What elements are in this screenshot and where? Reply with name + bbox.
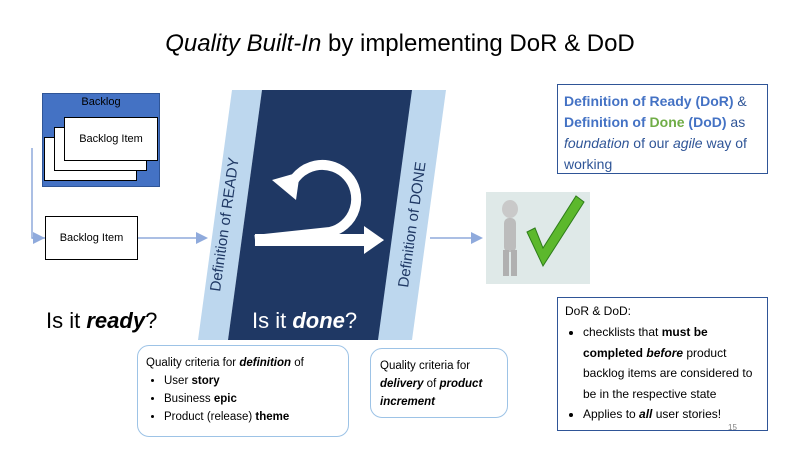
cycle-arrowhead-right [364, 226, 384, 254]
dor-dod-definition-box: DoR & DoD: checklists that must be compl… [557, 297, 768, 431]
dor-dod-foundation-box: Definition of Ready (DoR) & Definition o… [557, 84, 768, 174]
dor-criteria-item: Business epic [164, 390, 340, 408]
definition-bullet: Applies to all user stories! [583, 404, 760, 425]
slide-title: Quality Built-In by implementing DoR & D… [165, 30, 635, 57]
backlog-label: Backlog [81, 96, 121, 108]
iteration-cycle-icon [254, 159, 362, 245]
dor-criteria-item: User story [164, 372, 340, 390]
question-done: Is it done? [252, 308, 358, 333]
definition-box-heading: DoR & DoD: [565, 304, 632, 318]
success-checkmark-illustration [486, 192, 590, 284]
question-ready: Is it ready? [46, 308, 158, 333]
backlog-item-single-label: Backlog Item [59, 232, 124, 244]
dor-criteria-callout: Quality criteria for definition of User … [137, 345, 349, 437]
backlog-card-front: Backlog Item [64, 117, 158, 161]
backlog-card-label: Backlog Item [79, 133, 143, 145]
ready-band [198, 90, 262, 340]
dor-criteria-item: Product (release) theme [164, 408, 340, 426]
done-band [378, 90, 446, 340]
definition-bullet: checklists that must be completed before… [583, 322, 760, 404]
cycle-arrowhead-top [272, 172, 300, 200]
dod-criteria-callout: Quality criteria for delivery of product… [370, 348, 508, 418]
backlog-item-single: Backlog Item [45, 216, 138, 260]
page-number: 15 [728, 423, 737, 432]
